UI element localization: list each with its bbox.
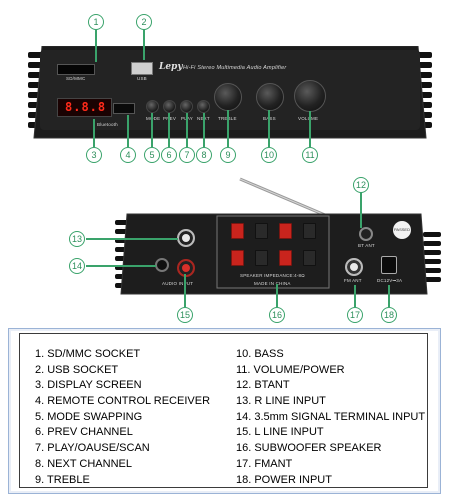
speaker-impedance-label: SPEAKER IMPEDANCE:4-8Ω bbox=[240, 273, 305, 278]
display-digits: 8.8.8 bbox=[65, 100, 107, 114]
bluetooth-label: Bluetooth bbox=[97, 122, 118, 127]
callout-10: 10 bbox=[261, 147, 277, 163]
callout-9: 9 bbox=[220, 147, 236, 163]
play-button[interactable] bbox=[180, 100, 193, 113]
callout-15: 15 bbox=[177, 307, 193, 323]
sd-card-slot[interactable] bbox=[57, 64, 95, 75]
legend-item: 18. POWER INPUT bbox=[236, 473, 332, 486]
callout-14: 14 bbox=[69, 258, 85, 274]
speaker-terminal[interactable] bbox=[255, 250, 268, 266]
speaker-terminal[interactable] bbox=[303, 250, 316, 266]
leader-line bbox=[354, 285, 356, 307]
sd-slot-label: SD/MMC bbox=[66, 76, 86, 81]
legend-item: 7. PLAY/OAUSE/SCAN bbox=[35, 442, 150, 455]
callout-1: 1 bbox=[88, 14, 104, 30]
leader-line bbox=[86, 265, 156, 267]
l-line-input-jack[interactable] bbox=[177, 259, 195, 277]
leader-line bbox=[186, 113, 188, 147]
speaker-terminal[interactable] bbox=[231, 250, 244, 266]
callout-16: 16 bbox=[269, 307, 285, 323]
volume-knob[interactable] bbox=[294, 80, 326, 112]
speaker-terminal[interactable] bbox=[231, 223, 244, 239]
leader-line bbox=[203, 113, 205, 147]
legend-item: 14. 3.5mm SIGNAL TERMINAL INPUT bbox=[236, 410, 426, 423]
usb-port-label: USB bbox=[137, 76, 147, 81]
leader-line bbox=[309, 111, 311, 147]
leader-line bbox=[388, 285, 390, 307]
callout-11: 11 bbox=[302, 147, 318, 163]
fm-antenna-jack[interactable] bbox=[345, 258, 363, 276]
speaker-terminal[interactable] bbox=[255, 223, 268, 239]
callout-13: 13 bbox=[69, 231, 85, 247]
leader-line bbox=[168, 113, 170, 147]
callout-3: 3 bbox=[86, 147, 102, 163]
legend-item: 3. DISPLAY SCREEN bbox=[35, 379, 142, 392]
brand-logo: Lepy bbox=[159, 62, 183, 72]
prev-button[interactable] bbox=[163, 100, 176, 113]
r-line-input-jack[interactable] bbox=[177, 229, 195, 247]
next-button[interactable] bbox=[197, 100, 210, 113]
audio-input-label: AUDIO INPUT bbox=[162, 281, 194, 286]
prev-label: PREV bbox=[163, 116, 177, 121]
legend-item: 15. L LINE INPUT bbox=[236, 426, 324, 439]
leader-line bbox=[143, 27, 145, 60]
leader-line bbox=[360, 192, 362, 228]
legend-item: 16. SUBWOOFER SPEAKER bbox=[236, 442, 382, 455]
made-in-label: MADE IN CHINA bbox=[254, 281, 291, 286]
leader-line bbox=[127, 115, 129, 147]
mode-label: MODE bbox=[146, 116, 161, 121]
power-input-label: DC12V⎓3A bbox=[377, 278, 403, 283]
callout-8: 8 bbox=[196, 147, 212, 163]
leader-line bbox=[268, 110, 270, 147]
speaker-terminal[interactable] bbox=[303, 223, 316, 239]
callout-7: 7 bbox=[179, 147, 195, 163]
legend-item: 2. USB SOCKET bbox=[35, 363, 119, 376]
fm-ant-label: FM ANT bbox=[344, 278, 362, 283]
legend-right-column: 10. BASS 11. VOLUME/POWER 12. BTANT 13. … bbox=[236, 347, 425, 488]
callout-17: 17 bbox=[347, 307, 363, 323]
legend-item: 1. SD/MMC SOCKET bbox=[35, 348, 141, 360]
bt-ant-label: BT ANT bbox=[358, 243, 375, 248]
leader-line bbox=[184, 274, 186, 307]
callout-4: 4 bbox=[120, 147, 136, 163]
usb-port[interactable] bbox=[131, 62, 153, 75]
legend-item: 11. VOLUME/POWER bbox=[236, 363, 345, 376]
callout-18: 18 bbox=[381, 307, 397, 323]
bass-knob[interactable] bbox=[256, 83, 284, 111]
legend-item: 8. NEXT CHANNEL bbox=[35, 457, 132, 470]
legend-item: 10. BASS bbox=[236, 348, 284, 360]
model-line: Hi-Fi Stereo Multimedia Audio Amplifier bbox=[183, 65, 287, 71]
leader-line bbox=[151, 113, 153, 147]
leader-line bbox=[93, 119, 95, 147]
callout-12: 12 bbox=[353, 177, 369, 193]
remote-receiver bbox=[113, 103, 135, 114]
leader-line bbox=[86, 238, 178, 240]
legend-item: 6. PREV CHANNEL bbox=[35, 426, 133, 439]
bt-antenna-jack[interactable] bbox=[359, 227, 373, 241]
callout-2: 2 bbox=[136, 14, 152, 30]
mode-button[interactable] bbox=[146, 100, 159, 113]
volume-label: VOLUME bbox=[298, 116, 318, 121]
callout-5: 5 bbox=[144, 147, 160, 163]
legend-item: 4. REMOTE CONTROL RECEIVER bbox=[35, 395, 211, 408]
legend-left-column: 1. SD/MMC SOCKET 2. USB SOCKET 3. DISPLA… bbox=[35, 347, 210, 488]
legend-item: 9. TREBLE bbox=[35, 473, 90, 486]
dc-power-jack[interactable] bbox=[381, 256, 397, 274]
leader-line bbox=[95, 27, 97, 62]
leader-line bbox=[227, 110, 229, 147]
legend-item: 12. BTANT bbox=[236, 379, 290, 392]
aux-3-5mm-jack[interactable] bbox=[155, 258, 169, 272]
legend-panel bbox=[19, 333, 428, 488]
speaker-terminal[interactable] bbox=[279, 223, 292, 239]
legend-item: 13. R LINE INPUT bbox=[236, 395, 326, 408]
speaker-terminal[interactable] bbox=[279, 250, 292, 266]
display-screen bbox=[57, 98, 112, 117]
legend-item: 5. MODE SWAPPING bbox=[35, 410, 143, 423]
passed-badge: PASSED bbox=[393, 221, 411, 239]
treble-knob[interactable] bbox=[214, 83, 242, 111]
callout-6: 6 bbox=[161, 147, 177, 163]
legend-item: 17. FMANT bbox=[236, 457, 293, 470]
leader-line bbox=[276, 284, 278, 307]
